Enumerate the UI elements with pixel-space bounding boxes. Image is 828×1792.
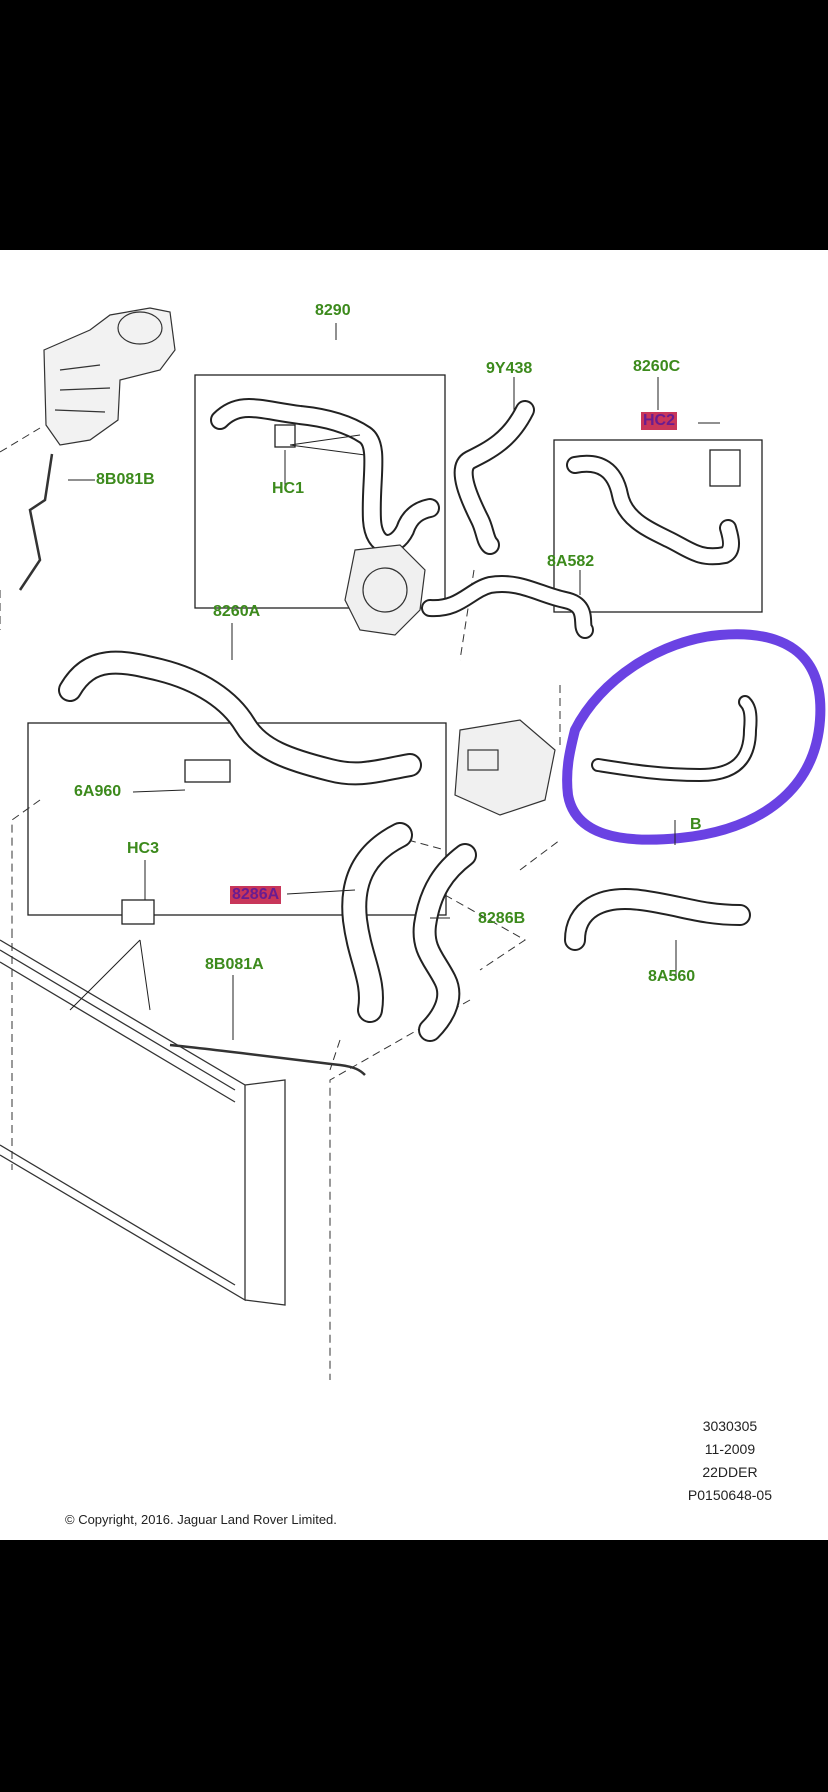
parts-diagram: 8290 9Y438 8260C HC1 HC2 8B081B 8A582 82…: [0, 250, 828, 1540]
label-8286a: 8286A: [230, 886, 282, 904]
reference-part-no: P0150648-05: [687, 1487, 772, 1503]
reference-block: 3030305 11-2009 22DDER P0150648-05: [688, 1415, 772, 1507]
reference-model: 22DDER: [702, 1464, 758, 1480]
hose-8260c: [566, 454, 740, 566]
sensor-wire-8b081a: [169, 1043, 366, 1076]
clip-hc1: [274, 424, 296, 448]
bracket-6a960: [184, 759, 231, 783]
box-8260c: [553, 439, 763, 613]
label-partial-b: B: [690, 816, 702, 833]
dashed-lines: [0, 427, 561, 1380]
reference-code: 3030305: [702, 1418, 758, 1434]
reference-date: 11-2009: [704, 1441, 756, 1457]
radiator: [0, 939, 286, 1306]
label-8a560: 8A560: [648, 968, 696, 985]
purple-marker-circle: [562, 629, 826, 845]
sensor-wire-8b081b: [18, 453, 54, 591]
label-8290: 8290: [315, 302, 351, 319]
label-hc3: HC3: [127, 840, 160, 857]
label-8b081a: 8B081A: [205, 956, 264, 973]
label-8260a: 8260A: [213, 603, 261, 620]
box-8290: [194, 374, 446, 609]
leader-lines: [68, 323, 720, 1040]
label-8a582: 8A582: [547, 553, 595, 570]
label-9y438: 9Y438: [486, 360, 533, 377]
label-8260c: 8260C: [633, 358, 681, 375]
clip-hc3: [121, 899, 155, 925]
label-6a960: 6A960: [74, 783, 122, 800]
diagram-drawing: [0, 307, 826, 1380]
reservoir: [43, 307, 176, 446]
label-8b081b: 8B081B: [96, 471, 155, 488]
copyright-notice: © Copyright, 2016. Jaguar Land Rover Lim…: [65, 1512, 337, 1527]
label-hc2: HC2: [641, 412, 678, 430]
label-hc1: HC1: [272, 480, 305, 497]
water-pump: [344, 544, 426, 636]
thermostat-housing: [454, 719, 556, 816]
hose-8290: [210, 398, 440, 554]
clip-hc2: [709, 449, 741, 487]
label-8286b: 8286B: [478, 910, 526, 927]
